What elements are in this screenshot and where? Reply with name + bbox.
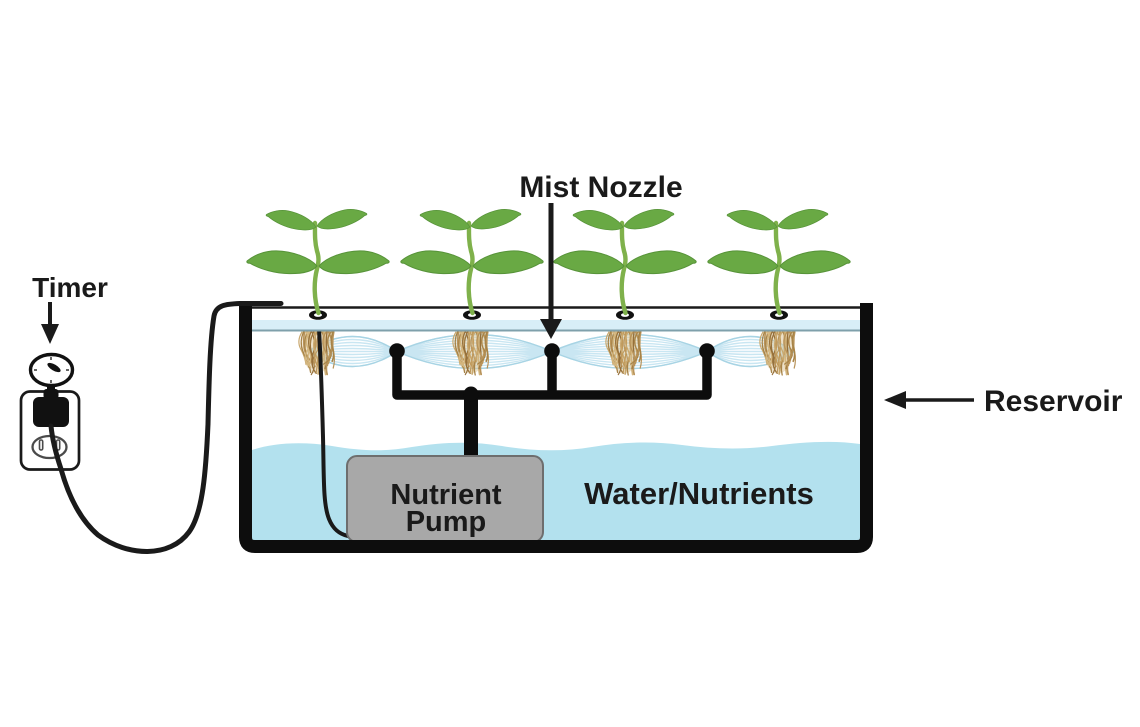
svg-text:Nutrient: Nutrient <box>390 479 502 511</box>
svg-text:Water/Nutrients: Water/Nutrients <box>584 476 814 511</box>
svg-text:Reservoir: Reservoir <box>984 385 1123 418</box>
svg-text:Timer: Timer <box>32 272 108 303</box>
svg-text:Pump: Pump <box>406 506 487 538</box>
svg-text:Mist Nozzle: Mist Nozzle <box>519 171 682 204</box>
